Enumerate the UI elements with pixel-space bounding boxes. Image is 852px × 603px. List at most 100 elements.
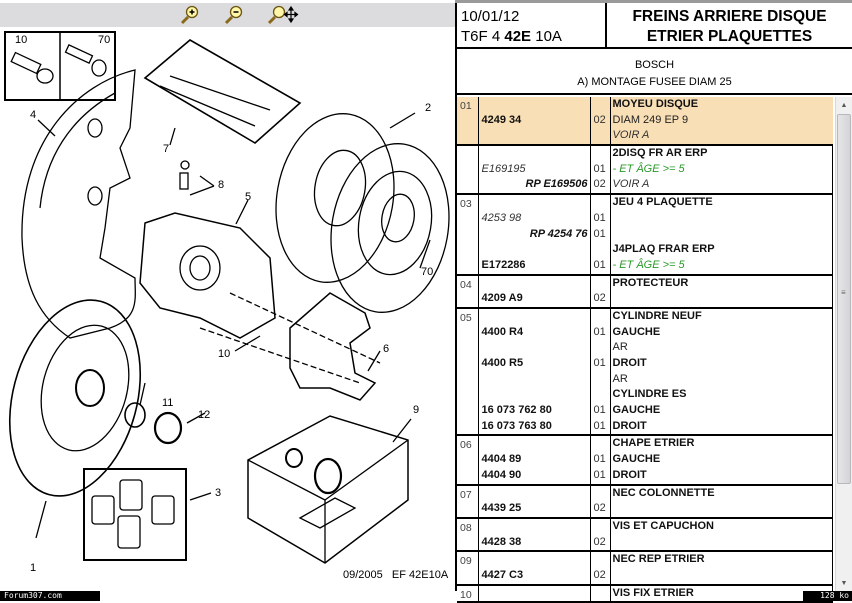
quantity: 02 [593,568,606,581]
part-number-cell: 4400 R4 4400 R5 16 073 762 80 16 073 763 80 [478,307,591,437]
part-number-cell: 4249 34 [478,97,591,147]
callout-1[interactable]: 1 [30,562,36,574]
callout-70[interactable]: 70 [421,266,433,278]
part-number[interactable]: 4209 A9 [481,292,523,305]
description-line: J4PLAQ FRAR ERP [612,243,715,256]
subheader: BOSCH A) MONTAGE FUSEE DIAM 25 [457,51,852,95]
scroll-up-arrow-icon[interactable]: ▲ [840,101,848,109]
quantity: 01 [593,211,606,224]
part-number[interactable]: 4400 R5 [481,357,524,369]
exploded-diagram[interactable]: 10 70 1 2 3 4 5 6 7 8 9 10 11 12 70 09/2… [0,28,455,588]
quantity [591,195,610,211]
header-meta: 10/01/12 T6F 4 42E 10A [457,3,607,47]
scroll-grip-icon: ≡ [841,288,846,297]
part-number[interactable]: 4253 98 [481,211,522,224]
part-number[interactable]: 4404 90 [481,468,522,481]
callout-11[interactable]: 11 [162,397,173,409]
part-number [479,586,590,602]
part-number [479,309,590,325]
hub-nut-part11 [124,402,146,428]
callout-12[interactable]: 12 [198,409,210,421]
part-number [479,436,590,452]
callout-6[interactable]: 6 [383,343,389,355]
catalog-code: T6F 4 42E 10A [461,28,562,45]
part-number[interactable]: 4439 25 [481,502,522,515]
ref-cell: 09 [457,551,479,586]
quantity [591,146,610,162]
quantity [591,519,610,535]
description-line: 2DISQ FR AR ERP [612,147,708,160]
callout-8[interactable]: 8 [218,179,224,191]
quantity: 02 [593,502,606,515]
description-line: VIS FIX ETRIER [612,586,694,599]
description-line: VIS ET CAPUCHON [612,519,714,532]
callout-7[interactable]: 7 [163,143,169,155]
quantity-cell: 02 [590,551,611,586]
zoom-in-button[interactable] [177,5,203,25]
callout-2[interactable]: 2 [425,102,431,114]
description-line: GAUCHE [612,404,661,417]
description-line: MOYEU DISQUE [612,98,699,110]
pan-button[interactable] [265,5,299,25]
quantity: 02 [593,292,606,305]
part-number[interactable]: RP 4254 76 [529,227,588,240]
callout-3[interactable]: 3 [215,487,221,499]
part-number[interactable]: 4400 R4 [481,325,524,338]
dust-shield-part4 [21,69,136,339]
part-number[interactable]: 4427 C3 [481,568,524,581]
description-line: GAUCHE [612,453,661,466]
part-number-cell: 4427 C3 [478,551,591,586]
scroll-thumb[interactable]: ≡ [837,114,851,484]
part-number[interactable]: 16 073 762 80 [481,404,552,417]
quantity: 01 [593,227,606,240]
callout-9[interactable]: 9 [413,404,419,416]
part-number[interactable]: 16 073 763 80 [481,419,552,432]
description-line [611,227,834,243]
quantity [591,276,610,292]
callout-10[interactable]: 10 [218,348,230,360]
quantity: 02 [593,178,606,191]
description-line [611,291,834,307]
part-number[interactable]: 4404 89 [481,453,522,466]
part-number [479,372,590,388]
description-cell: VIS FIX ETRIER [610,584,833,603]
part-number[interactable]: E172286 [481,258,526,271]
ref-cell: 06 [457,435,479,486]
scroll-down-arrow-icon[interactable]: ▼ [840,579,848,587]
description-cell: NEC REP ETRIER [610,551,833,586]
part-number[interactable]: E169195 [481,162,526,175]
callout-4[interactable]: 4 [30,109,36,121]
part-number-cell: 4209 A9 [478,274,591,309]
quantity-cell: 02 [590,517,611,553]
site-watermark: Forum307.com [0,591,100,601]
part-number[interactable]: 4249 34 [481,113,522,126]
description-line: - ET ÂGE >= 5 [612,162,685,175]
part-number[interactable]: 4428 38 [481,535,522,548]
quantity-cell: 02 [590,484,611,519]
part-number [479,340,590,356]
section-title: FREINS ARRIERE DISQUE ETRIER PLAQUETTES [632,8,827,45]
zoom-out-button[interactable] [221,5,247,25]
quantity: 01 [593,419,606,432]
quantity [591,372,610,388]
screw-70-icon [64,44,107,77]
vertical-scrollbar[interactable]: ▲ ≡ ▼ [835,97,852,591]
description-line [611,501,834,517]
diagram-stamp: 09/2005 EF 42E10A [343,569,449,581]
callout-5[interactable]: 5 [245,191,251,203]
part-number[interactable]: RP E169506 [525,178,588,191]
